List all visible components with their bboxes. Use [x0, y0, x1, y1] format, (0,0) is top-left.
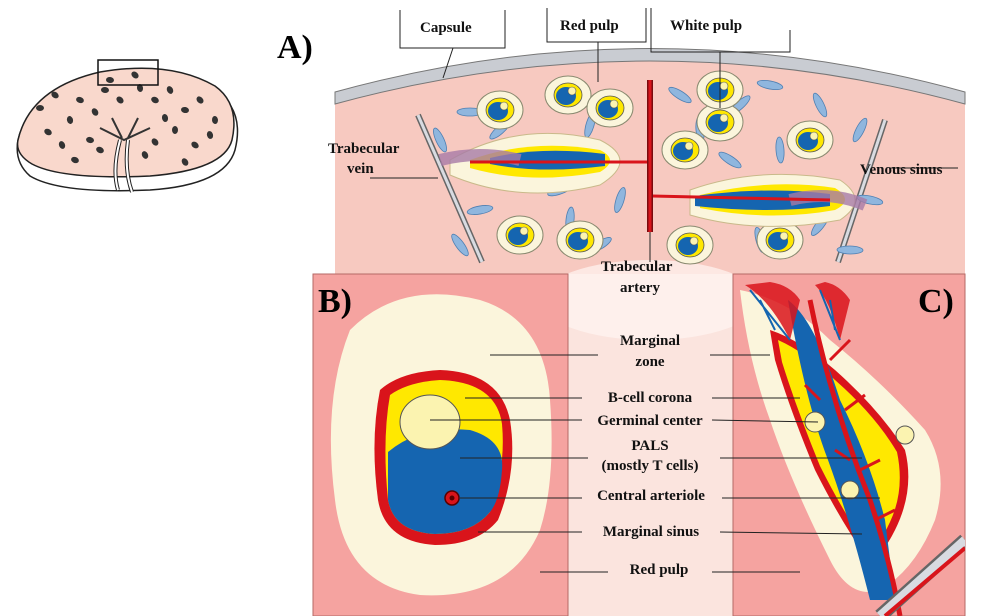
trabecular-artery-label-1: Trabecular	[601, 259, 673, 275]
central-arteriole-label: Central arteriole	[597, 488, 705, 504]
follicle	[497, 216, 543, 254]
panel-b	[313, 274, 568, 616]
follicle	[477, 91, 523, 129]
trabecular-vein-label-1: Trabecular	[328, 141, 400, 157]
trabecular-vein-label-2: vein	[347, 161, 374, 177]
panel-b-label: B)	[318, 283, 352, 320]
panel-a-label: A)	[277, 29, 313, 66]
marginal-sinus-label: Marginal sinus	[603, 524, 699, 540]
pals-label-1: PALS	[631, 438, 668, 454]
follicle	[787, 121, 833, 159]
red-pulp-bottom-label: Red pulp	[630, 562, 689, 578]
venous-sinus-label: Venous sinus	[860, 162, 943, 178]
germinal-center-b	[400, 395, 460, 449]
pals-label-2: (mostly T cells)	[602, 458, 699, 474]
follicle	[662, 131, 708, 169]
follicle	[587, 89, 633, 127]
b-cell-corona-label: B-cell corona	[608, 390, 693, 406]
follicle	[557, 221, 603, 259]
marginal-zone-label-2: zone	[635, 354, 665, 370]
white-pulp-label: White pulp	[670, 18, 742, 34]
trabecular-artery-label-2: artery	[620, 280, 660, 296]
panel-c-label: C)	[918, 283, 954, 320]
spleen-overview	[17, 60, 237, 192]
follicle	[545, 76, 591, 114]
marginal-zone-label-1: Marginal	[620, 333, 680, 349]
follicle	[667, 226, 713, 264]
capsule-label: Capsule	[420, 20, 472, 36]
germinal-center-label: Germinal center	[597, 413, 703, 429]
red-pulp-top-label: Red pulp	[560, 18, 619, 34]
panel-c	[733, 274, 965, 616]
